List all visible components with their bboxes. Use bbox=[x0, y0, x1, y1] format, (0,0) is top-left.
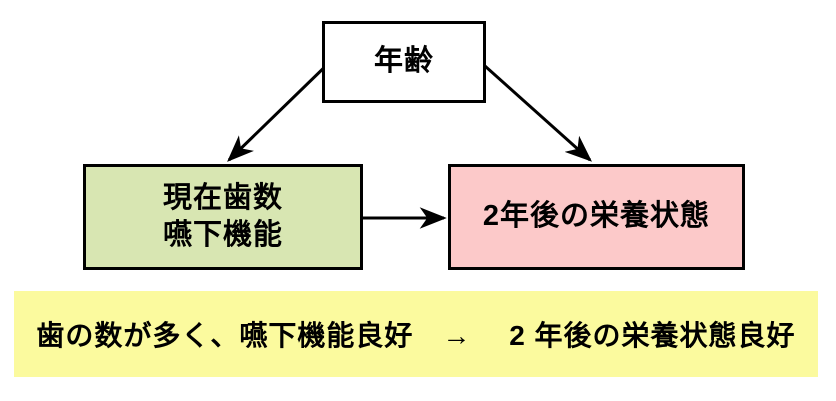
node-age: 年齢 bbox=[322, 21, 486, 103]
summary-banner: 歯の数が多く、嚥下機能良好 → 2 年後の栄養状態良好 bbox=[14, 291, 818, 377]
node-teeth-swallow: 現在歯数 嚥下機能 bbox=[83, 164, 363, 270]
summary-banner-text: 歯の数が多く、嚥下機能良好 → 2 年後の栄養状態良好 bbox=[36, 320, 796, 351]
node-teeth-label-line2: 嚥下機能 bbox=[162, 219, 283, 251]
node-nutrition: 2年後の栄養状態 bbox=[448, 164, 745, 270]
node-nutrition-label: 2年後の栄養状態 bbox=[482, 200, 711, 233]
arrow-age-to-teeth bbox=[227, 56, 336, 162]
node-age-label: 年齢 bbox=[373, 45, 434, 78]
node-teeth-label-line1: 現在歯数 bbox=[162, 181, 283, 214]
arrow-age-to-nutrition bbox=[474, 56, 593, 162]
